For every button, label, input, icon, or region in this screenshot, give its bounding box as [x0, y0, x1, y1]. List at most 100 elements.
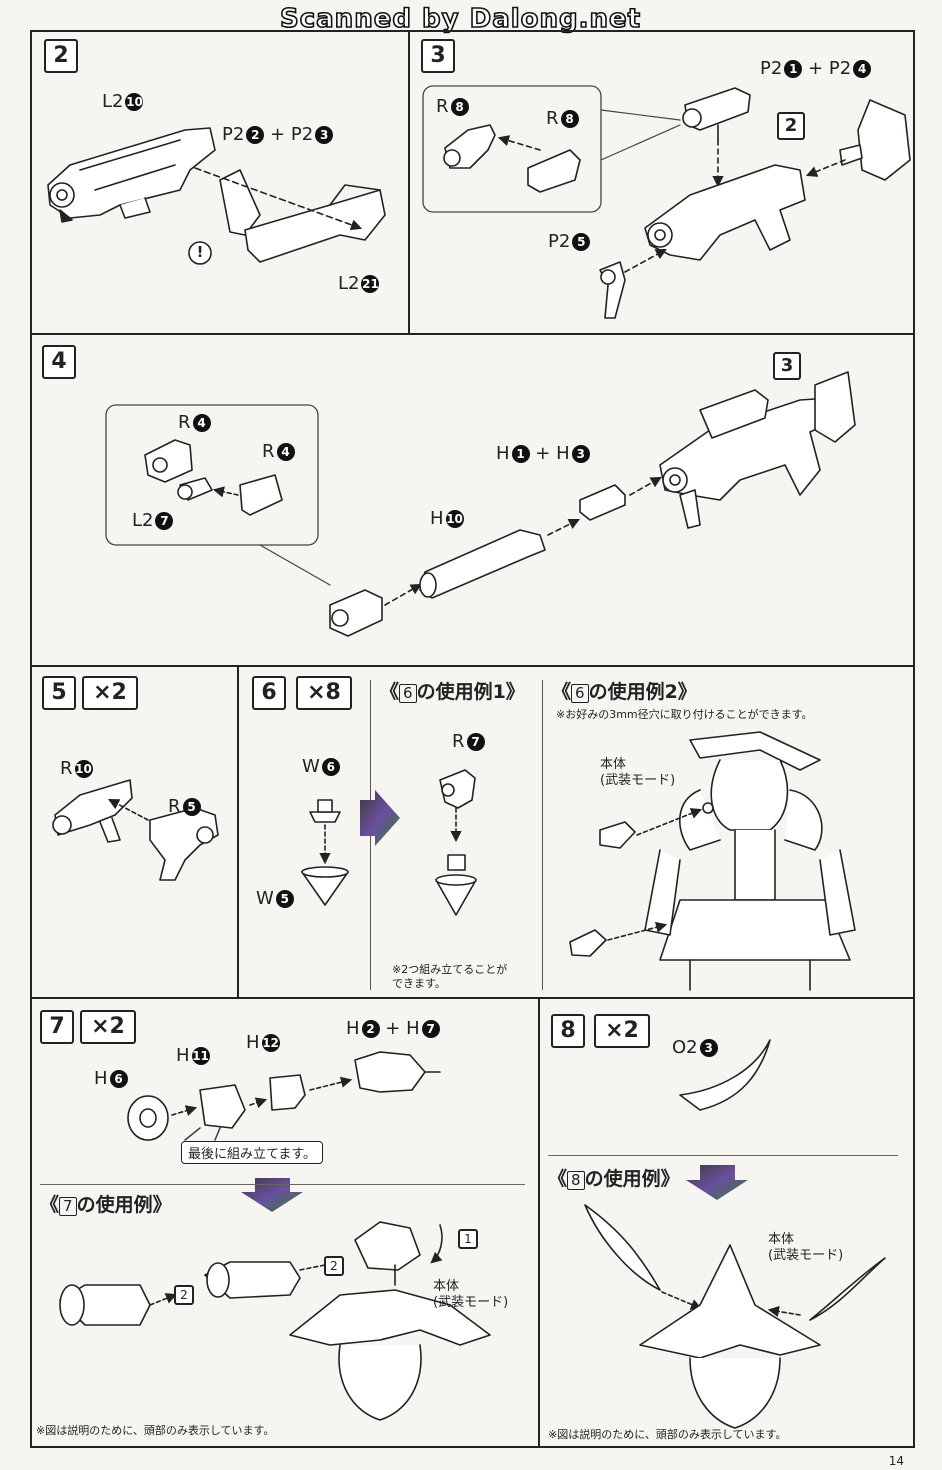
- part-number-badge: 4: [192, 414, 211, 432]
- step-4-number: 4: [42, 345, 76, 379]
- part-number-badge: 2: [246, 126, 265, 144]
- usage-6-2-note: ※お好みの3mm径穴に取り付けることができます。: [556, 708, 813, 721]
- step-5-multiplier: ×2: [82, 676, 138, 710]
- step-3-ref-2: 2: [777, 112, 805, 140]
- frame-left: [30, 30, 32, 1448]
- watermark: Scanned by Dalong.net: [279, 3, 642, 35]
- part-number-badge: 6: [321, 758, 340, 776]
- step7-drawing: [59, 1051, 491, 1421]
- step3-drawing: [443, 87, 911, 319]
- body-label-7: 本体 (武装モード): [433, 1279, 509, 1310]
- frame-bottom: [30, 1446, 915, 1448]
- step5-drawing: [52, 779, 219, 881]
- divider-s5-s6: [237, 665, 239, 998]
- body-label-8: 本体 (武装モード): [768, 1232, 844, 1263]
- part-number-badge: 1: [511, 445, 530, 463]
- step4-inset: [105, 404, 319, 546]
- part-number-badge: 10: [125, 93, 144, 111]
- step-5-number: 5: [42, 676, 76, 710]
- part-number-badge: 3: [699, 1039, 718, 1057]
- order-tag-2b: 2: [324, 1256, 344, 1276]
- part-number-badge: 4: [276, 443, 295, 461]
- divider-row2: [30, 665, 915, 667]
- part-number-badge: 7: [466, 733, 485, 751]
- part-number-badge: 7: [421, 1020, 440, 1038]
- step3-inset: [422, 85, 602, 213]
- down-arrow-8: [686, 1165, 748, 1200]
- part-number-badge: 4: [853, 60, 872, 78]
- part-number-badge: 8: [450, 98, 469, 116]
- frame-top: [30, 30, 915, 32]
- divider-usage6: [542, 680, 543, 990]
- usage6-2-drawing: [569, 731, 856, 991]
- divider-s7-s8: [538, 997, 540, 1447]
- part-number-badge: 6: [109, 1070, 128, 1088]
- part-number-badge: 1: [784, 60, 803, 78]
- part-number-badge: 21: [361, 275, 380, 293]
- step6-drawing: [301, 769, 477, 916]
- usage-6-1-note: ※2つ組み立てることが できます。: [392, 963, 508, 990]
- down-arrow-7: [241, 1178, 303, 1212]
- step8-drawing: [584, 1039, 886, 1429]
- part-number-badge: 5: [275, 890, 294, 908]
- order-tag-2a: 2: [174, 1285, 194, 1305]
- part-number-badge: 5: [572, 233, 591, 251]
- usage-8-underline: [548, 1155, 898, 1156]
- step-3-number: 3: [421, 39, 455, 73]
- head-only-note-7: ※図は説明のために、頭部のみ表示しています。: [36, 1424, 275, 1437]
- step-7-multiplier: ×2: [80, 1010, 136, 1044]
- head-only-note-8: ※図は説明のために、頭部のみ表示しています。: [548, 1428, 787, 1441]
- part-number-badge: 11: [191, 1047, 210, 1065]
- step-6-multiplier: ×8: [296, 676, 352, 710]
- part-number-badge: 8: [560, 110, 579, 128]
- step-2-number: 2: [44, 39, 78, 73]
- step-7-callout: 最後に組み立てます。: [181, 1141, 324, 1164]
- step2-drawing: [47, 127, 386, 265]
- next-arrow: [360, 790, 400, 846]
- usage-7-underline: [40, 1184, 525, 1185]
- part-number-badge: 2: [361, 1020, 380, 1038]
- step4-drawing: [144, 371, 856, 637]
- part-number-badge: 12: [261, 1034, 280, 1052]
- step-4-ref-3: 3: [773, 352, 801, 380]
- part-number-badge: 3: [315, 126, 334, 144]
- page-number: 14: [888, 1454, 904, 1468]
- step-8-multiplier: ×2: [594, 1014, 650, 1048]
- part-number-badge: 3: [571, 445, 590, 463]
- part-number-badge: 5: [182, 798, 201, 816]
- frame-right: [913, 30, 915, 1448]
- divider-row1: [30, 333, 915, 335]
- step-6-number: 6: [252, 676, 286, 710]
- divider-s2-s3: [408, 30, 410, 334]
- divider-row3: [30, 997, 915, 999]
- step-8-number: 8: [551, 1014, 585, 1048]
- part-number-badge: 7: [155, 512, 174, 530]
- part-number-badge: 10: [74, 760, 93, 778]
